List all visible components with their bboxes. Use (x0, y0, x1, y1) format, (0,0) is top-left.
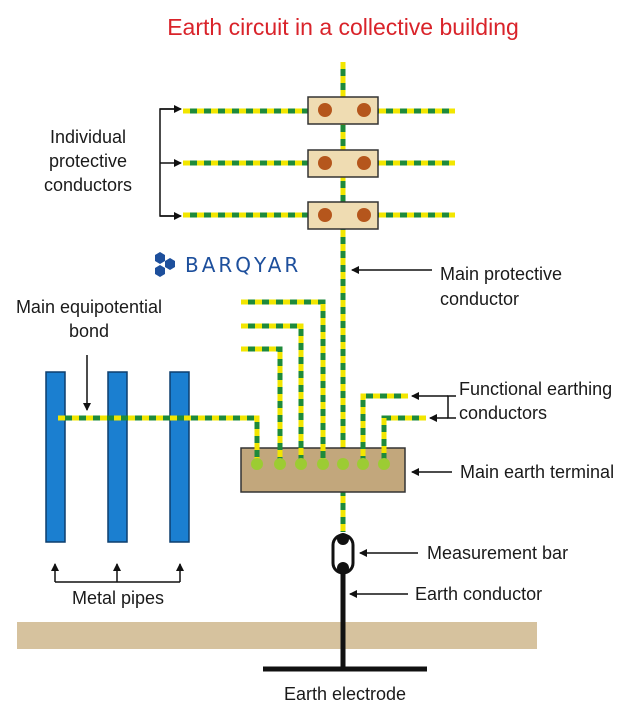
label-equipotential-line2: bond (69, 321, 109, 341)
diagram-title: Earth circuit in a collective building (167, 14, 519, 40)
terminal-block (307, 96, 379, 125)
functional-earthing-arrow (411, 392, 456, 422)
brand-name: BARQYAR (185, 253, 301, 277)
barqyar-logo: BARQYAR (155, 252, 301, 277)
individual-conductors-bracket (159, 105, 182, 220)
label-metal-pipes: Metal pipes (72, 588, 164, 608)
terminal-block (307, 201, 379, 230)
equipotential-conductors (241, 299, 326, 462)
label-individual-line1: Individual (50, 127, 126, 147)
metal-pipes-arrows (51, 563, 184, 583)
label-equipotential-line1: Main equipotential (16, 297, 162, 317)
label-main-protective-line2: conductor (440, 289, 519, 309)
hexagon-cluster-icon (155, 252, 175, 277)
label-main-protective-line1: Main protective (440, 264, 562, 284)
label-earth-electrode: Earth electrode (284, 684, 406, 704)
label-individual-line3: conductors (44, 175, 132, 195)
terminal-block (307, 149, 379, 178)
metal-pipe (45, 371, 66, 543)
metal-pipe (169, 371, 190, 543)
main-equipotential-bond (58, 415, 260, 462)
metal-pipe (107, 371, 128, 543)
terminal-connection-dots (251, 458, 390, 470)
label-functional-line2: conductors (459, 403, 547, 423)
label-individual-line2: protective (49, 151, 127, 171)
functional-earthing-conductors (360, 393, 426, 462)
ground-strip (17, 622, 537, 649)
label-earth-conductor: Earth conductor (415, 584, 542, 604)
label-measurement-bar: Measurement bar (427, 543, 568, 563)
label-functional-line1: Functional earthing (459, 379, 612, 399)
measurement-bar (331, 533, 355, 575)
label-main-earth-terminal: Main earth terminal (460, 462, 614, 482)
